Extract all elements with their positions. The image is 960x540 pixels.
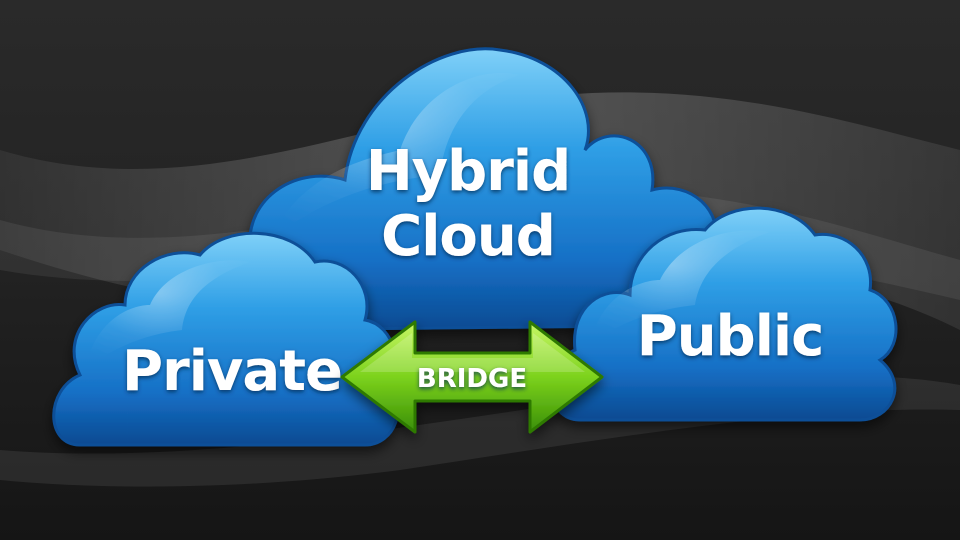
public-cloud-shine xyxy=(590,230,770,345)
bridge-label: BRIDGE xyxy=(417,364,527,394)
public-cloud: Public xyxy=(549,206,898,422)
private-cloud-label: Private xyxy=(122,339,342,404)
public-cloud-label: Public xyxy=(637,304,824,369)
hybrid-cloud-shine xyxy=(270,72,520,240)
public-cloud-shape xyxy=(549,206,898,422)
private-cloud-shine xyxy=(85,260,250,370)
hybrid-cloud-label-line1: Hybrid xyxy=(366,139,570,204)
arrow-highlight xyxy=(360,333,585,372)
private-cloud: Private xyxy=(52,231,400,447)
bridge-arrow: BRIDGE xyxy=(340,320,604,434)
hybrid-cloud: Hybrid Cloud xyxy=(212,47,740,332)
hybrid-cloud-label-line2: Cloud xyxy=(381,204,555,269)
